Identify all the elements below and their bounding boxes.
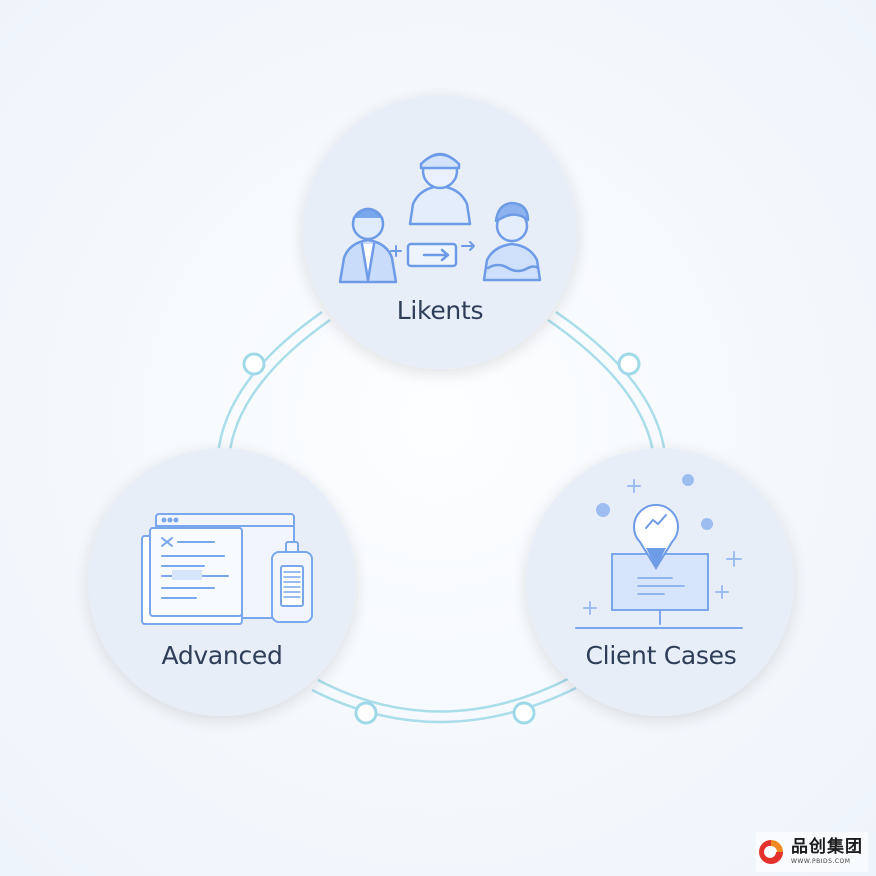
sparkle-decorations — [583, 474, 742, 615]
node-label-top: Likents — [396, 296, 484, 325]
connector-nodes — [242, 352, 641, 725]
people-icon — [338, 152, 542, 284]
location-pin-screen-icon — [575, 503, 743, 629]
brand-url: WWW.PBIDS.COM — [791, 858, 851, 865]
connector-node — [512, 701, 536, 725]
brand-logo-icon — [759, 840, 783, 864]
connector-node — [354, 701, 378, 725]
browser-document-icon — [141, 513, 295, 625]
brand-watermark: 品创集团 WWW.PBIDS.COM — [756, 832, 868, 872]
node-circle-top — [303, 95, 577, 369]
brand-name: 品创集团 — [791, 837, 863, 857]
node-label-right: Client Cases — [585, 641, 737, 670]
connector-node — [617, 352, 641, 376]
connector-node — [242, 352, 266, 376]
storage-device-icon — [271, 541, 313, 623]
node-label-left: Advanced — [161, 641, 283, 670]
connector-ring — [216, 310, 666, 724]
